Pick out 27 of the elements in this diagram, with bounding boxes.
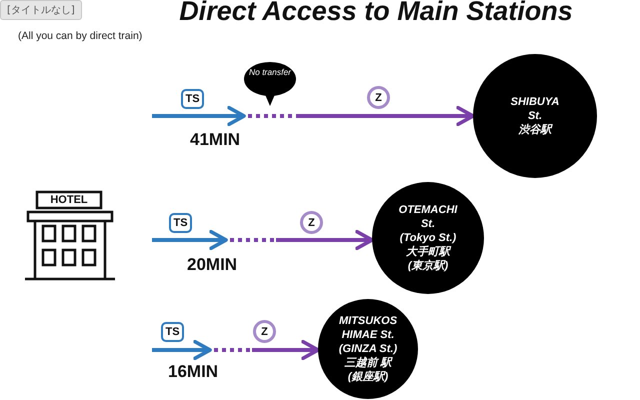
station-name: (東京駅): [406, 259, 450, 273]
station-name: MITSUKOS HIMAE St.: [338, 314, 398, 342]
line-badge: TS: [181, 89, 204, 109]
hotel-sign-text: HOTEL: [49, 193, 89, 208]
station-name: OTEMACHI St.: [398, 203, 458, 231]
station-name: 三越前 駅: [343, 356, 394, 370]
window-tag: [タイトルなし]: [0, 0, 82, 20]
line-badge: TS: [161, 322, 184, 342]
station-name: 大手町駅: [405, 245, 452, 259]
title: Direct Access to Main Stations: [178, 0, 574, 27]
line-badge: Z: [300, 211, 323, 234]
arrow: [152, 340, 320, 360]
station-name: SHIBUYA St.: [510, 95, 560, 123]
bubble-text: No transfer: [248, 67, 292, 78]
station-name: (GINZA St.): [338, 342, 398, 356]
travel-time: 41MIN: [190, 130, 240, 150]
line-badge: Z: [253, 320, 276, 343]
station-name: 渋谷駅: [518, 123, 554, 137]
line-badge: TS: [169, 213, 192, 233]
subtitle: (All you can by direct train): [18, 30, 142, 42]
travel-time: 16MIN: [168, 362, 218, 382]
arrow: [152, 106, 475, 126]
station-name: (Tokyo St.): [398, 231, 458, 245]
arrow: [152, 230, 374, 250]
travel-time: 20MIN: [187, 255, 238, 275]
line-badge: Z: [367, 86, 390, 109]
station-name: (銀座駅): [346, 370, 390, 384]
